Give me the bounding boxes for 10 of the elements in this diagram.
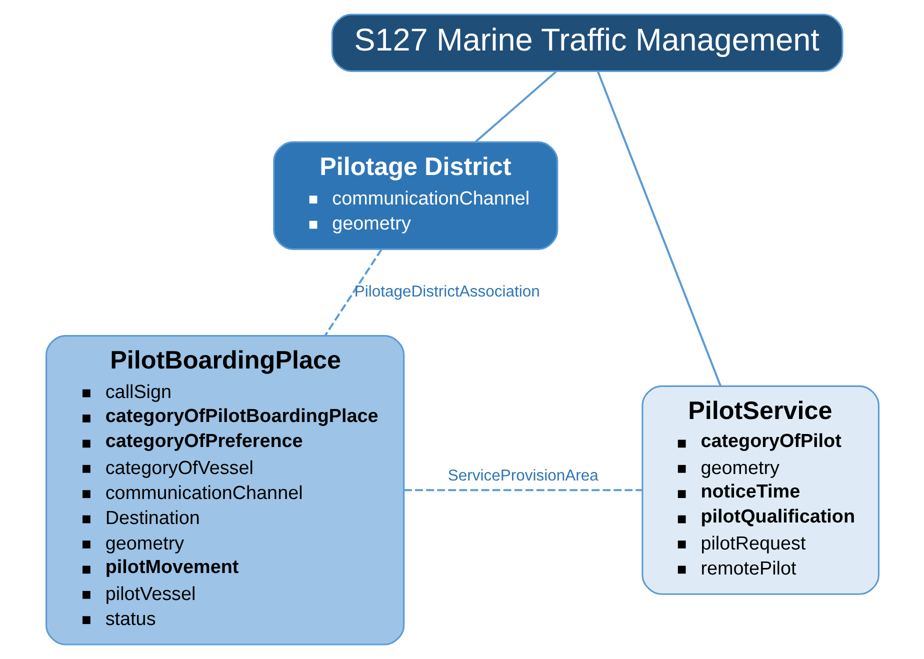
edge-label: ServiceProvisionArea [447, 468, 598, 485]
edge-label: PilotageDistrictAssociation [354, 283, 540, 300]
node-box: PilotService categoryOfPilot geometry noticeTime pilotQualification pilotRequest remotePilot [641, 385, 879, 595]
connector [596, 71, 721, 386]
connector [324, 248, 382, 336]
node-box: PilotBoardingPlace callSign categoryOfPilotBoardingPlace categoryOfPreference categoryOfVessel communicationChannel Destination geometry pilotMovement pilotVessel status [45, 335, 404, 646]
connector [404, 489, 642, 492]
connector [474, 70, 556, 142]
node-box: Pilotage District communicationChannel geometry [272, 141, 558, 250]
node-box: S127 Marine Traffic Management [330, 14, 843, 72]
